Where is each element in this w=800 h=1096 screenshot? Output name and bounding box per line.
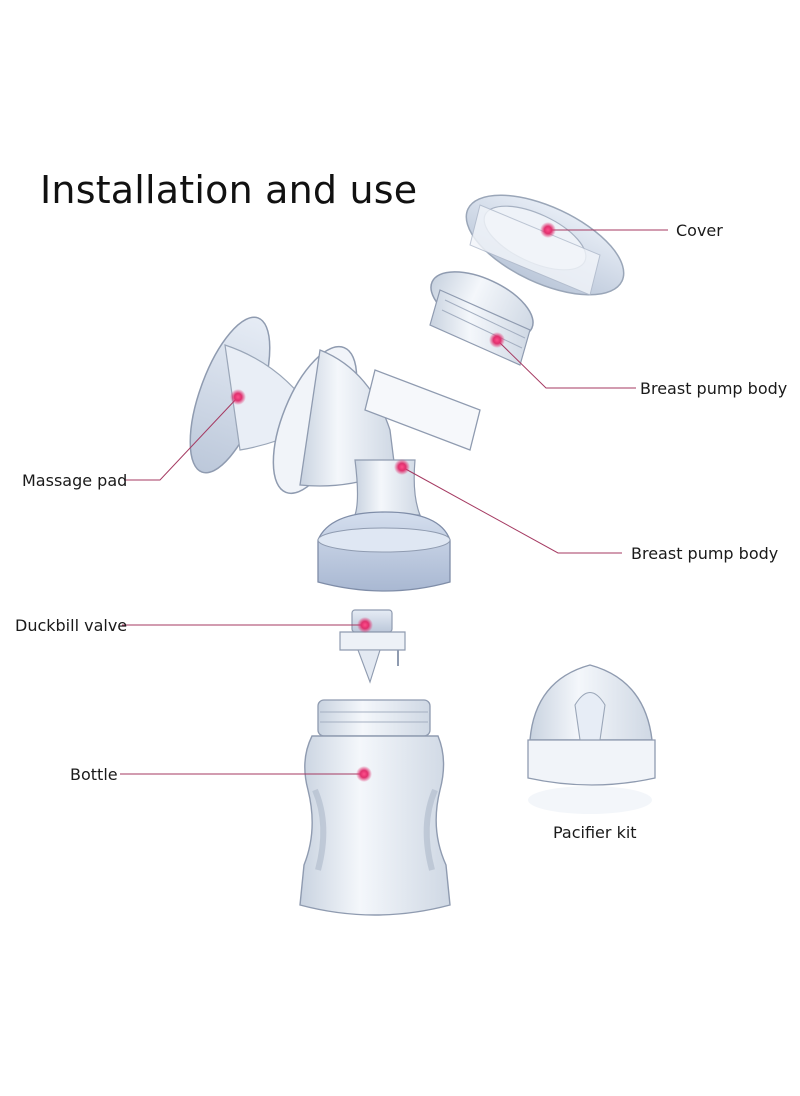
label-breast-pump-body-top: Breast pump body: [640, 379, 788, 398]
marker-cover: [540, 222, 556, 238]
label-duckbill-valve: Duckbill valve: [15, 616, 128, 635]
marker-duckbill-valve: [357, 617, 373, 633]
markers: [230, 222, 556, 782]
bottle-part: [299, 699, 451, 916]
marker-breast-pump-body-main: [394, 459, 410, 475]
pump-body-part: [272, 345, 481, 592]
label-breast-pump-body-main: Breast pump body: [631, 544, 779, 563]
leader-line-massage-pad: [124, 396, 239, 481]
leader-lines: [120, 229, 668, 775]
duckbill-valve-part: [339, 609, 406, 684]
marker-bottle: [356, 766, 372, 782]
label-bottle: Bottle: [70, 765, 118, 784]
label-massage-pad: Massage pad: [22, 471, 128, 490]
label-cover: Cover: [676, 221, 723, 240]
marker-massage-pad: [230, 389, 246, 405]
page-title: Installation and use: [40, 168, 418, 212]
leader-line-breast-pump-body-top: [496, 339, 636, 389]
pacifier-kit-part: [527, 664, 656, 814]
marker-breast-pump-body-top: [489, 332, 505, 348]
connector-part: [429, 271, 534, 366]
leader-line-breast-pump-body-main: [401, 466, 622, 554]
label-pacifier-kit: Pacifier kit: [553, 823, 637, 842]
cover-part: [465, 194, 625, 296]
